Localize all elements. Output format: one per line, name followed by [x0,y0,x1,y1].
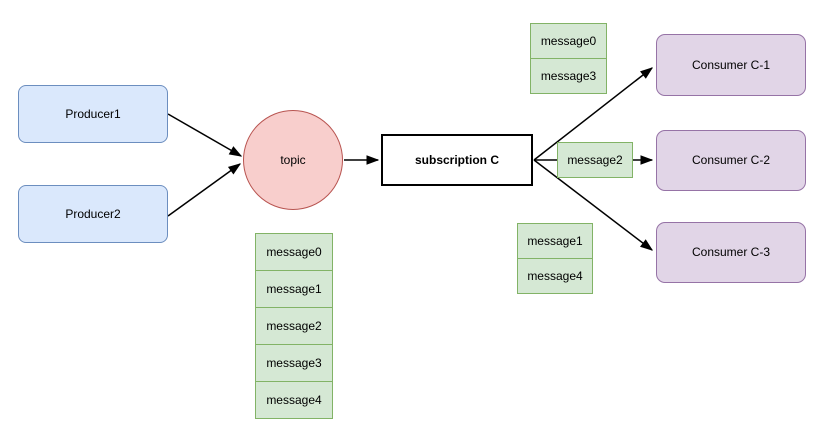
producer2-node: Producer2 [18,185,168,243]
message-label: message2 [266,319,322,333]
consumer1-label: Consumer C-1 [691,57,771,72]
message-cell: message4 [517,258,593,294]
topic-node: topic [243,110,343,210]
message-cell: message2 [255,307,333,345]
message-label: message0 [266,245,322,259]
subscription-node: subscription C [381,134,533,186]
message-cell: message4 [255,381,333,419]
consumer3-message-queue: message1 message4 [517,223,593,294]
consumer3-label: Consumer C-3 [691,245,771,260]
consumer2-label: Consumer C-2 [691,153,771,168]
message-cell: message3 [530,58,607,94]
message-cell: message0 [255,233,333,271]
topic-message-queue: message0 message1 message2 message3 mess… [255,233,333,419]
arrow-subscription-to-consumer3 [533,159,652,250]
producer1-node: Producer1 [18,85,168,143]
producer1-label: Producer1 [65,106,121,121]
message-label: message1 [266,282,322,296]
message-cell: message1 [517,223,593,259]
subscription-label: subscription C [414,152,499,167]
message-cell: message1 [255,270,333,308]
arrow-producer1-to-topic [167,113,241,156]
message-label: message1 [527,234,583,248]
consumer1-message-queue: message0 message3 [530,23,607,94]
message-cell: message3 [255,344,333,382]
producer2-label: Producer2 [65,206,121,221]
message-label: message0 [540,34,597,48]
arrow-subscription-to-consumer1 [533,68,652,161]
message-cell: message2 [557,142,633,178]
message-label: message3 [540,69,597,83]
message-label: message3 [266,356,322,370]
consumer1-node: Consumer C-1 [656,34,806,96]
message-label: message4 [266,393,322,407]
consumer2-node: Consumer C-2 [656,130,806,191]
topic-label: topic [280,152,306,167]
message-cell: message0 [530,23,607,59]
arrow-producer2-to-topic [167,164,240,217]
consumer2-message-queue: message2 [557,142,633,178]
message-label: message2 [567,153,623,167]
message-label: message4 [527,269,583,283]
consumer3-node: Consumer C-3 [656,222,806,283]
